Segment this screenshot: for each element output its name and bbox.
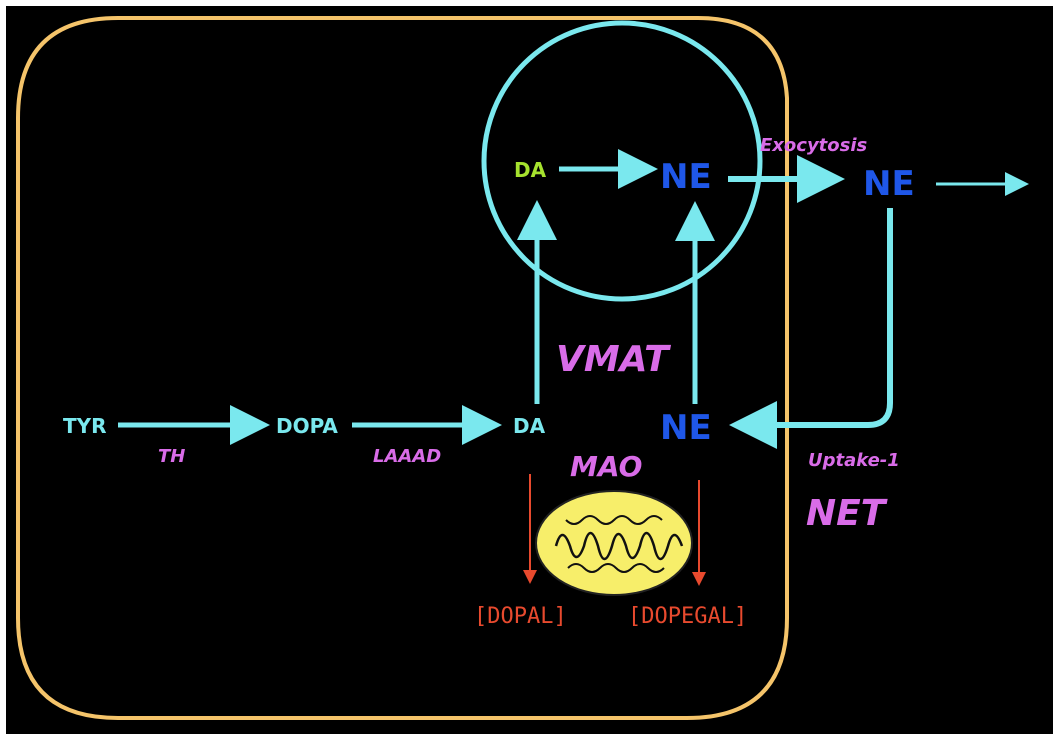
label-exocytosis: Exocytosis (760, 135, 868, 156)
label-dopa: DOPA (276, 414, 338, 438)
label-ne-cytosol: NE (660, 408, 712, 448)
label-vmat: VMAT (556, 339, 671, 380)
label-th: TH (158, 446, 185, 467)
label-net: NET (806, 493, 888, 534)
synaptic-vesicle (481, 20, 763, 302)
label-ne-vesicle: NE (660, 157, 712, 197)
label-laaad: LAAAD (373, 446, 441, 467)
arrow-uptake-1 (729, 208, 893, 449)
label-tyr: TYR (63, 414, 107, 438)
label-ne-extracellular: NE (863, 164, 915, 204)
mitochondrion-icon (535, 490, 693, 596)
label-da-cytosol: DA (513, 414, 546, 438)
noradrenergic-neuron-diagram: TYR DOPA DA NE DA NE NE TH LAAAD MAO VMA… (16, 16, 1029, 720)
label-uptake-1: Uptake-1 (808, 450, 900, 471)
cell-membrane (16, 16, 789, 720)
label-da-vesicle: DA (514, 158, 547, 182)
label-mao: MAO (570, 450, 642, 483)
label-dopal: [DOPAL] (474, 604, 567, 629)
diagram-canvas: TYR DOPA DA NE DA NE NE TH LAAAD MAO VMA… (6, 6, 1053, 734)
label-dopegal: [DOPEGAL] (628, 604, 747, 629)
